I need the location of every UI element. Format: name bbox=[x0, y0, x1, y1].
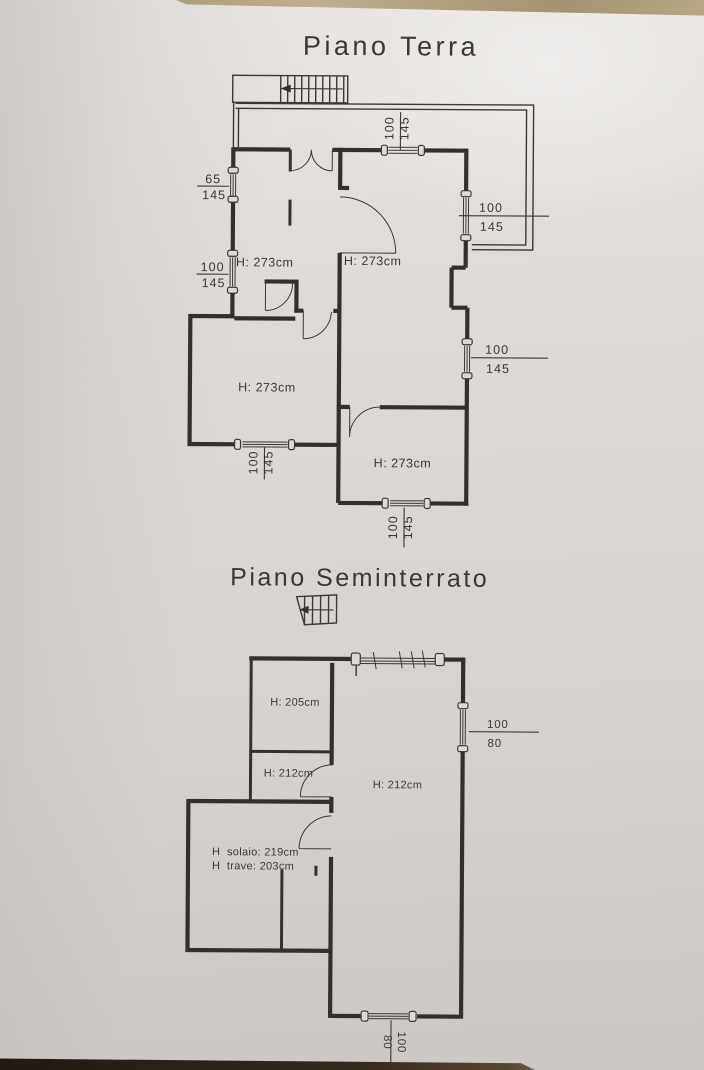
svg-text:145: 145 bbox=[261, 451, 275, 475]
b-room-label-3: H: 212cm bbox=[373, 779, 423, 791]
vestibule-door-icon bbox=[264, 282, 294, 311]
terrace-outline bbox=[232, 102, 535, 251]
b-room-label-trave: H trave: 203cm bbox=[212, 860, 294, 873]
basement-doors bbox=[298, 764, 333, 850]
ground-floor-title: Piano Terra bbox=[303, 31, 479, 62]
stair-direction-arrow-icon bbox=[280, 84, 291, 93]
svg-text:100: 100 bbox=[382, 116, 396, 140]
gf-window-label-left-upper: 65 145 bbox=[197, 172, 230, 202]
basement-lower-door-icon bbox=[298, 815, 332, 850]
gf-window-bottom-left bbox=[233, 438, 296, 451]
svg-text:65: 65 bbox=[205, 172, 221, 186]
basement-stair-arrow-icon bbox=[299, 605, 309, 614]
svg-text:145: 145 bbox=[202, 276, 226, 290]
basement-room-door-icon bbox=[299, 764, 333, 798]
basement-title: Piano Seminterrato bbox=[230, 563, 489, 593]
basement-window-top bbox=[350, 650, 445, 670]
left-room-door-icon bbox=[302, 310, 332, 340]
basement-walls bbox=[185, 656, 466, 1019]
b-room-label-1: H: 205cm bbox=[270, 697, 320, 709]
svg-text:100: 100 bbox=[246, 450, 260, 474]
hall-door-icon bbox=[339, 196, 397, 254]
svg-text:145: 145 bbox=[480, 220, 504, 234]
b-room-label-solaio: H solaio: 219cm bbox=[212, 846, 299, 859]
svg-text:100: 100 bbox=[201, 260, 225, 274]
gf-room-label-left-room: H: 273cm bbox=[238, 380, 296, 394]
svg-text:145: 145 bbox=[401, 515, 415, 539]
svg-text:145: 145 bbox=[397, 116, 411, 140]
b-room-label-2: H: 212cm bbox=[264, 767, 314, 779]
svg-text:80: 80 bbox=[381, 1035, 393, 1049]
b-window-label-right: 100 80 bbox=[468, 719, 539, 750]
svg-text:100: 100 bbox=[395, 1031, 407, 1053]
gf-room-label-right-room: H: 273cm bbox=[374, 456, 432, 470]
gf-window-top bbox=[380, 144, 425, 157]
basement-window-right bbox=[457, 702, 469, 753]
staircase-icon bbox=[231, 74, 349, 104]
svg-text:100: 100 bbox=[386, 515, 400, 539]
gf-window-label-bottom-right: 100 145 bbox=[386, 507, 415, 548]
svg-text:145: 145 bbox=[202, 188, 226, 202]
table-surface-bottom bbox=[0, 1058, 536, 1070]
basement-staircase-icon bbox=[295, 594, 338, 626]
svg-text:80: 80 bbox=[487, 738, 501, 750]
gf-window-label-bottom-left: 100 145 bbox=[246, 446, 276, 480]
basement-window-bottom bbox=[360, 1010, 417, 1022]
ground-floor-plan: Piano Terra bbox=[187, 31, 549, 548]
gf-window-left-lower bbox=[226, 249, 239, 294]
gf-window-label-top: 100 145 bbox=[382, 112, 412, 151]
svg-text:145: 145 bbox=[486, 362, 510, 376]
svg-text:100: 100 bbox=[487, 719, 509, 731]
gf-room-label-living: H: 273cm bbox=[344, 254, 402, 268]
b-window-label-bottom: 80 100 bbox=[381, 1020, 407, 1069]
gf-window-bottom-right bbox=[381, 497, 431, 510]
gf-window-label-right-upper: 100 145 bbox=[458, 201, 549, 234]
gf-window-label-right-mid: 100 145 bbox=[471, 343, 549, 376]
ground-floor-doors bbox=[264, 149, 397, 437]
gf-window-right-mid bbox=[461, 338, 473, 380]
entry-double-door-icon bbox=[289, 149, 333, 172]
gf-window-left-upper bbox=[227, 166, 239, 203]
basement-plan: Piano Seminterrato bbox=[185, 563, 539, 1069]
svg-text:100: 100 bbox=[485, 343, 509, 357]
gf-window-label-left-lower: 100 145 bbox=[196, 260, 229, 290]
svg-text:100: 100 bbox=[479, 201, 503, 215]
right-room-door-icon bbox=[349, 406, 380, 437]
gf-room-label-hall: H: 273cm bbox=[236, 255, 294, 269]
